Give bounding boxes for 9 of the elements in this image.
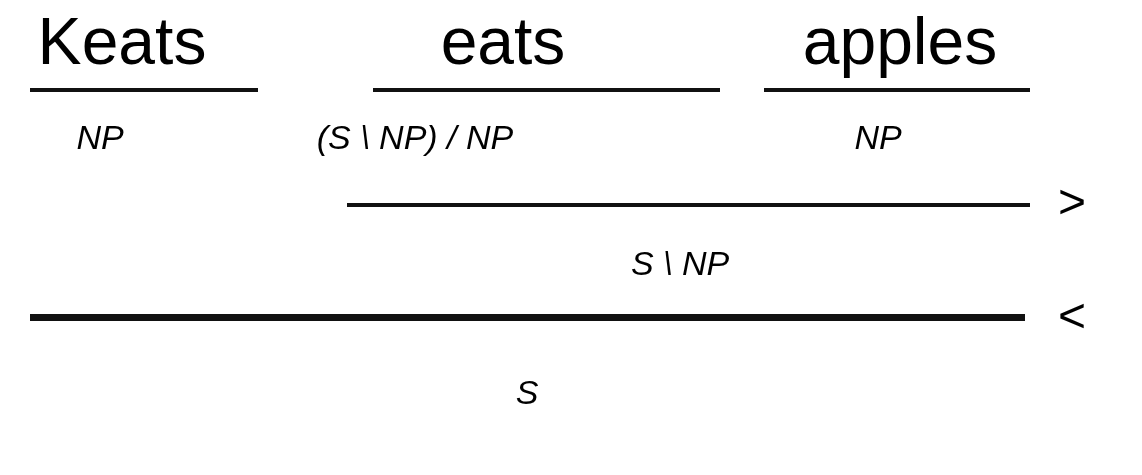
category-label: (S \ NP) / NP bbox=[316, 120, 514, 154]
category-label: NP bbox=[76, 120, 124, 154]
category-label: S bbox=[515, 375, 539, 409]
word: Keats bbox=[37, 8, 207, 74]
word: eats bbox=[440, 8, 566, 74]
category-label: S \ NP bbox=[630, 246, 730, 280]
combinator-symbol: < bbox=[1058, 292, 1087, 340]
category-label: NP bbox=[854, 120, 902, 154]
combinator-symbol: > bbox=[1058, 178, 1087, 226]
